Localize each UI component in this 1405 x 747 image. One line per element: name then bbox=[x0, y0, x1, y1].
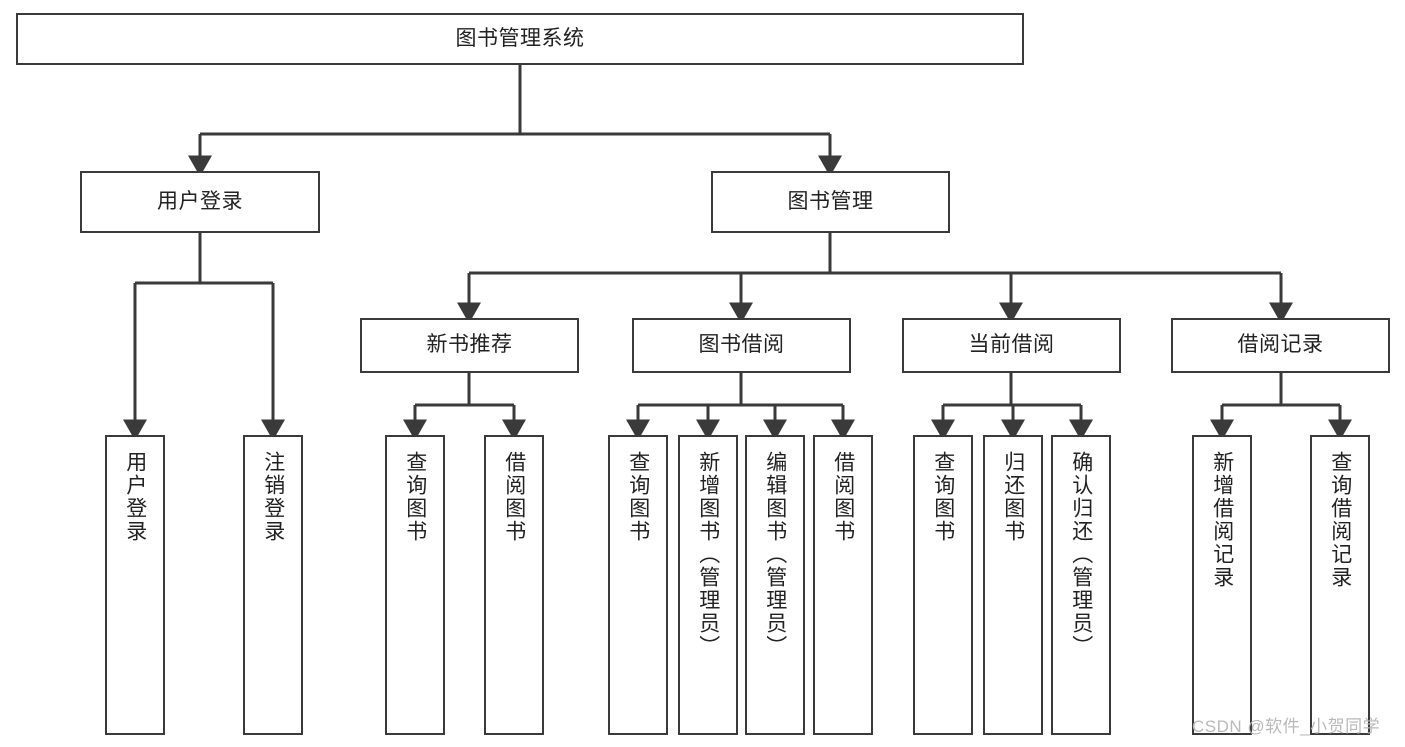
leaf-query-book-1-label: 查询图书 bbox=[403, 451, 427, 543]
leaf-query-book-3[interactable]: 查询图书 bbox=[913, 435, 973, 735]
leaf-user-login[interactable]: 用户登录 bbox=[105, 435, 165, 735]
leaf-query-book-2-label: 查询图书 bbox=[626, 451, 650, 543]
leaf-query-book-3-label: 查询图书 bbox=[931, 451, 955, 543]
leaf-confirm-return[interactable]: 确认归还（管理员） bbox=[1051, 435, 1111, 735]
node-new-book-rec-label: 新书推荐 bbox=[426, 333, 513, 357]
leaf-edit-book[interactable]: 编辑图书（管理员） bbox=[745, 435, 805, 735]
node-borrow-record-label: 借阅记录 bbox=[1237, 333, 1324, 357]
leaf-edit-book-label: 编辑图书（管理员） bbox=[763, 451, 787, 658]
leaf-query-record-label: 查询借阅记录 bbox=[1328, 451, 1352, 589]
leaf-borrow-book-2[interactable]: 借阅图书 bbox=[813, 435, 873, 735]
leaf-add-book[interactable]: 新增图书（管理员） bbox=[678, 435, 738, 735]
leaf-add-record[interactable]: 新增借阅记录 bbox=[1192, 435, 1252, 735]
leaf-return-book-label: 归还图书 bbox=[1001, 451, 1025, 543]
leaf-query-record[interactable]: 查询借阅记录 bbox=[1310, 435, 1370, 735]
node-book-borrow-label: 图书借阅 bbox=[698, 333, 785, 357]
node-root-label: 图书管理系统 bbox=[455, 26, 585, 50]
leaf-borrow-book-2-label: 借阅图书 bbox=[831, 451, 855, 543]
leaf-logout-label: 注销登录 bbox=[261, 451, 285, 543]
leaf-borrow-book-1[interactable]: 借阅图书 bbox=[484, 435, 544, 735]
node-user-login[interactable]: 用户登录 bbox=[80, 171, 320, 233]
node-new-book-rec[interactable]: 新书推荐 bbox=[360, 318, 579, 373]
leaf-query-book-2[interactable]: 查询图书 bbox=[608, 435, 668, 735]
leaf-confirm-return-label: 确认归还（管理员） bbox=[1069, 451, 1093, 658]
node-book-borrow[interactable]: 图书借阅 bbox=[632, 318, 851, 373]
node-user-login-label: 用户登录 bbox=[157, 189, 243, 213]
node-borrow-record[interactable]: 借阅记录 bbox=[1171, 318, 1390, 373]
node-current-borrow-label: 当前借阅 bbox=[968, 333, 1055, 357]
node-root[interactable]: 图书管理系统 bbox=[16, 13, 1024, 65]
leaf-logout[interactable]: 注销登录 bbox=[243, 435, 303, 735]
node-book-manage-label: 图书管理 bbox=[787, 189, 874, 213]
leaf-borrow-book-1-label: 借阅图书 bbox=[502, 451, 526, 543]
node-current-borrow[interactable]: 当前借阅 bbox=[902, 318, 1121, 373]
leaf-query-book-1[interactable]: 查询图书 bbox=[385, 435, 445, 735]
leaf-add-book-label: 新增图书（管理员） bbox=[696, 451, 720, 658]
node-book-manage[interactable]: 图书管理 bbox=[711, 171, 950, 233]
leaf-user-login-label: 用户登录 bbox=[123, 451, 147, 543]
leaf-add-record-label: 新增借阅记录 bbox=[1210, 451, 1234, 589]
leaf-return-book[interactable]: 归还图书 bbox=[983, 435, 1043, 735]
csdn-watermark: CSDN @软件_小贺同学 bbox=[1192, 717, 1381, 736]
